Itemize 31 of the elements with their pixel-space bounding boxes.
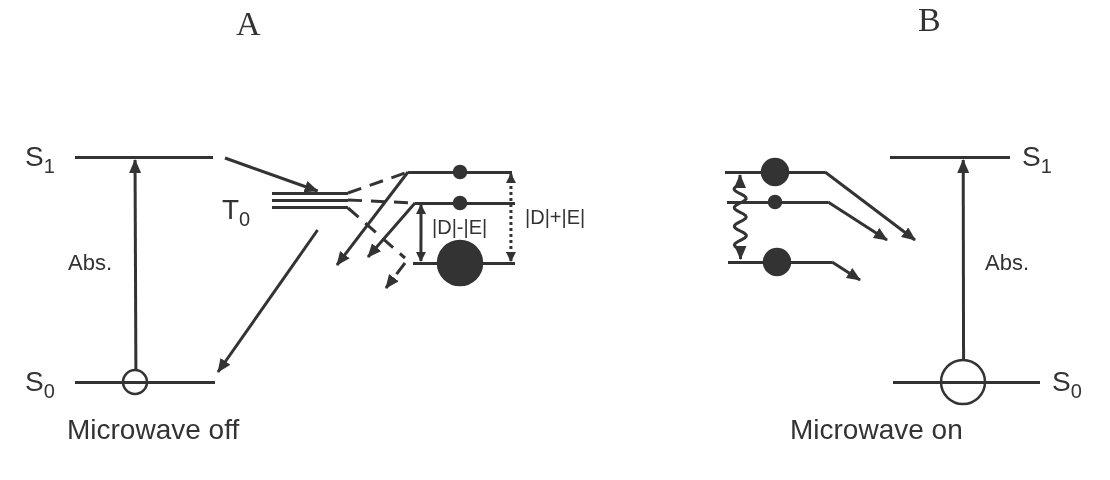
arrow (415, 204, 426, 262)
energy-level-line (728, 260, 832, 264)
arrow (224, 156, 319, 193)
energy-level-line (727, 200, 828, 204)
arrow (366, 202, 417, 258)
energy-level-line (415, 201, 515, 205)
edge-label: |D|-|E| (432, 216, 488, 239)
state-label: T$_{0}$ (222, 194, 251, 232)
caption-text: Microwave on (790, 413, 963, 447)
state-label: S$_{1}$ (25, 141, 55, 179)
energy-level-line (408, 170, 512, 174)
panel-label: B (918, 0, 941, 40)
state-label: S$_{1}$ (1022, 141, 1052, 179)
arrow (957, 159, 970, 360)
state-label: S$_{0}$ (1052, 366, 1082, 404)
arrow (129, 159, 142, 370)
arrow (824, 170, 916, 242)
panel-label: A (236, 4, 261, 44)
connector-line (347, 206, 406, 260)
arrow (827, 200, 888, 242)
state-label: S$_{0}$ (25, 366, 55, 404)
energy-level-line (413, 261, 515, 265)
arrow (335, 171, 410, 266)
arrow (216, 229, 319, 373)
arrow (384, 262, 407, 289)
edge-label: |D|+|E| (525, 206, 586, 229)
wavy-arrow (732, 174, 748, 260)
energy-level-line (725, 170, 825, 174)
caption-text: Microwave off (67, 413, 240, 447)
arrow (505, 173, 516, 262)
arrow (831, 260, 861, 282)
